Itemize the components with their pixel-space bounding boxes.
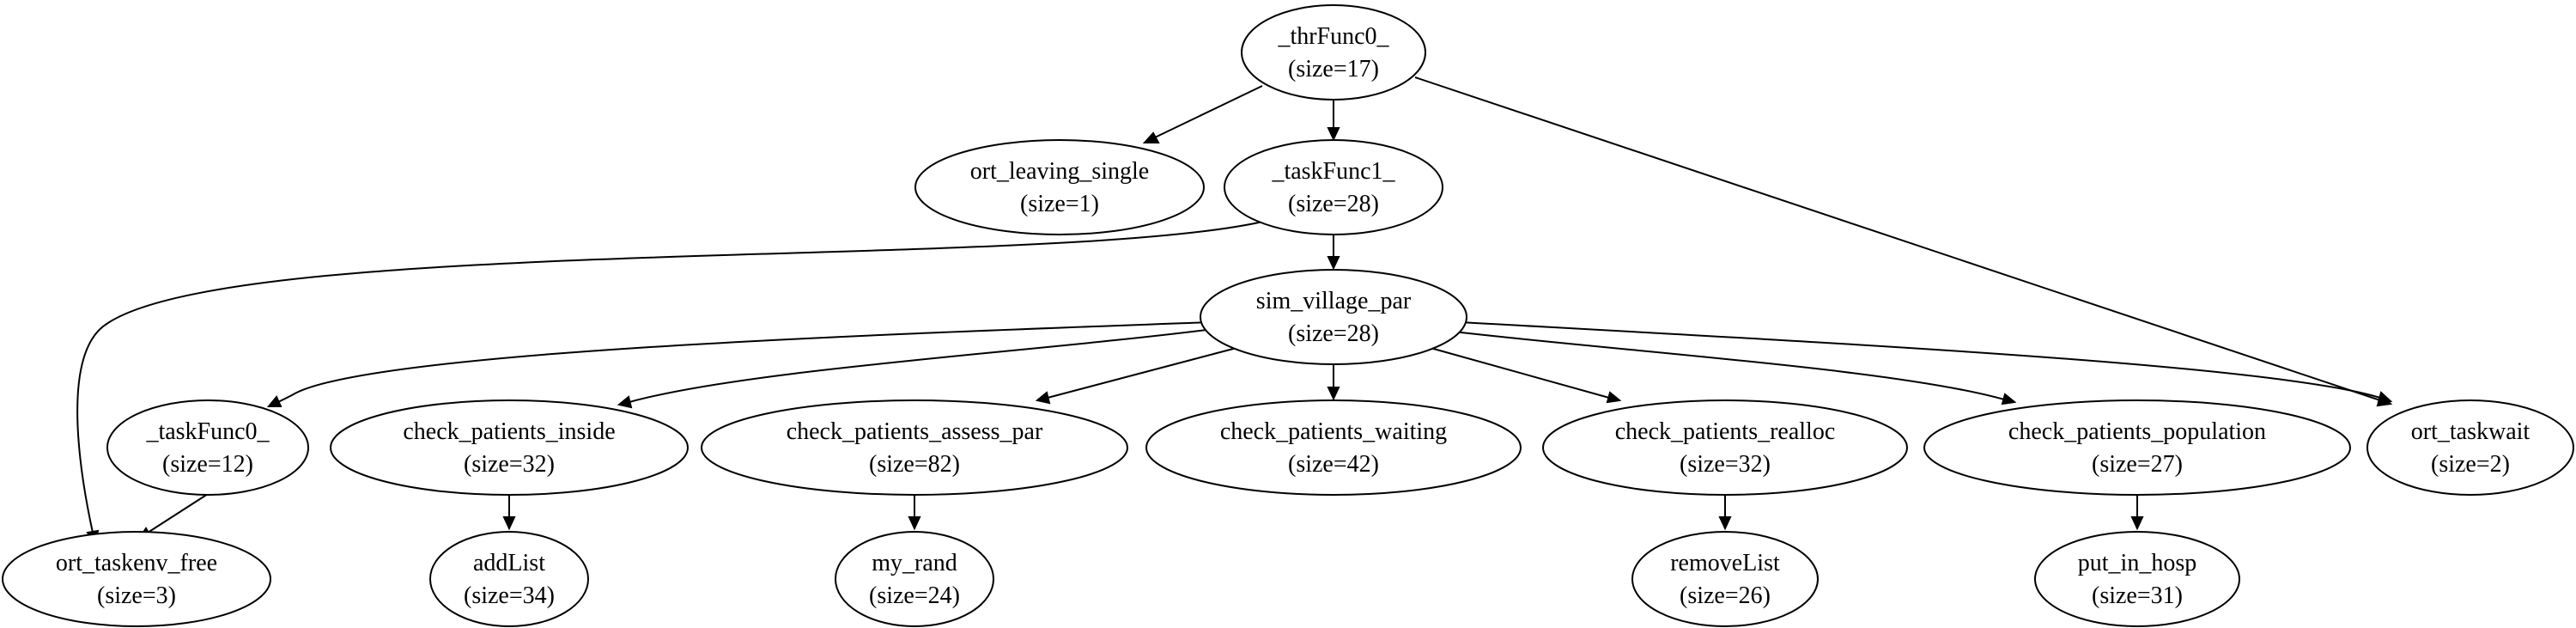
node-shape (1145, 399, 1522, 496)
node-label: ort_leaving_single (970, 158, 1149, 185)
node-size: (size=82) (869, 451, 960, 478)
node-size: (size=34) (464, 582, 555, 609)
edge-thrFunc0-to-ort-taskwait (1414, 76, 2393, 407)
node-label: check_patients_waiting (1220, 418, 1447, 445)
node-taskFunc0[interactable]: _taskFunc0_ (size=12) (106, 399, 309, 496)
node-label: ort_taskenv_free (56, 550, 217, 576)
node-shape (1923, 399, 2351, 496)
node-label: _thrFunc0_ (1277, 23, 1389, 50)
node-size: (size=17) (1288, 56, 1379, 82)
node-shape (914, 139, 1205, 235)
node-shape (429, 531, 589, 627)
node-label: removeList (1670, 550, 1780, 576)
node-thrFunc0[interactable]: _thrFunc0_ (size=17) (1241, 4, 1426, 101)
node-size: (size=32) (1680, 451, 1771, 478)
node-label: put_in_hosp (2078, 550, 2196, 576)
node-my-rand[interactable]: my_rand (size=24) (835, 531, 994, 627)
node-ort-taskenv-free[interactable]: ort_taskenv_free (size=3) (2, 531, 271, 627)
edges (76, 76, 2393, 546)
node-shape (1542, 399, 1908, 496)
node-size: (size=24) (869, 582, 960, 609)
node-shape (330, 399, 689, 496)
node-check-patients-inside[interactable]: check_patients_inside (size=32) (330, 399, 689, 496)
node-removeList[interactable]: removeList (size=26) (1631, 531, 1819, 627)
node-shape (2366, 399, 2574, 496)
node-size: (size=28) (1288, 191, 1379, 217)
edge-taskFunc1-to-sim-village-par (1327, 234, 1340, 271)
node-sim-village-par[interactable]: sim_village_par (size=28) (1200, 269, 1467, 365)
node-label: check_patients_assess_par (787, 418, 1043, 445)
node-label: my_rand (872, 550, 957, 576)
node-check-patients-population[interactable]: check_patients_population (size=27) (1923, 399, 2351, 496)
node-label: check_patients_inside (403, 418, 615, 445)
node-ort-leaving-single[interactable]: ort_leaving_single (size=1) (914, 139, 1205, 235)
node-shape (701, 399, 1128, 496)
node-addList[interactable]: addList (size=34) (429, 531, 589, 627)
edge-sim-village-par-to-check-patients-assess-par (1035, 347, 1237, 405)
edge-check-patients-inside-to-addList (502, 495, 516, 531)
edge-thrFunc0-to-ort-leaving-single (1142, 85, 1263, 143)
edge-sim-village-par-to-taskFunc0 (266, 321, 1212, 407)
edge-sim-village-par-to-check-patients-waiting (1327, 364, 1340, 401)
node-label: ort_taskwait (2411, 418, 2530, 445)
node-shape (2034, 531, 2240, 627)
node-size: (size=3) (97, 582, 176, 609)
node-check-patients-waiting[interactable]: check_patients_waiting (size=42) (1145, 399, 1522, 496)
node-put-in-hosp[interactable]: put_in_hosp (size=31) (2034, 531, 2240, 627)
edge-check-patients-assess-par-to-my-rand (908, 495, 921, 531)
node-label: check_patients_population (2008, 418, 2266, 445)
node-check-patients-assess-par[interactable]: check_patients_assess_par (size=82) (701, 399, 1128, 496)
node-size: (size=12) (162, 451, 253, 478)
node-shape (1200, 269, 1467, 365)
node-shape (1224, 139, 1443, 235)
node-label: _taskFunc1_ (1271, 158, 1395, 185)
edge-sim-village-par-to-ort-taskwait (1459, 321, 2393, 404)
node-taskFunc1[interactable]: _taskFunc1_ (size=28) (1224, 139, 1443, 235)
edge-sim-village-par-to-check-patients-realloc (1430, 347, 1622, 404)
node-shape (1241, 4, 1426, 101)
node-size: (size=26) (1680, 582, 1771, 609)
edge-check-patients-realloc-to-removeList (1718, 495, 1732, 531)
node-size: (size=28) (1288, 320, 1379, 347)
edge-sim-village-par-to-check-patients-population (1453, 331, 2017, 405)
node-check-patients-realloc[interactable]: check_patients_realloc (size=32) (1542, 399, 1908, 496)
edge-taskFunc1-to-ort-taskenv-free (76, 220, 1267, 546)
node-label: sim_village_par (1256, 288, 1412, 314)
node-size: (size=32) (464, 451, 555, 478)
node-label: check_patients_realloc (1615, 418, 1836, 445)
node-shape (106, 399, 309, 496)
node-size: (size=27) (2092, 451, 2183, 478)
edge-check-patients-population-to-put-in-hosp (2130, 495, 2144, 531)
nodes: _thrFunc0_ (size=17) ort_leaving_single … (2, 4, 2574, 627)
node-shape (1631, 531, 1819, 627)
edge-thrFunc0-to-taskFunc1 (1327, 100, 1340, 142)
node-label: _taskFunc0_ (145, 418, 270, 445)
edge-sim-village-par-to-check-patients-inside (617, 328, 1214, 409)
node-size: (size=1) (1020, 191, 1099, 217)
node-ort-taskwait[interactable]: ort_taskwait (size=2) (2366, 399, 2574, 496)
node-label: addList (473, 550, 545, 576)
node-size: (size=31) (2092, 582, 2183, 609)
node-shape (835, 531, 994, 627)
node-size: (size=42) (1288, 451, 1379, 478)
node-size: (size=2) (2431, 451, 2510, 478)
node-shape (2, 531, 271, 627)
